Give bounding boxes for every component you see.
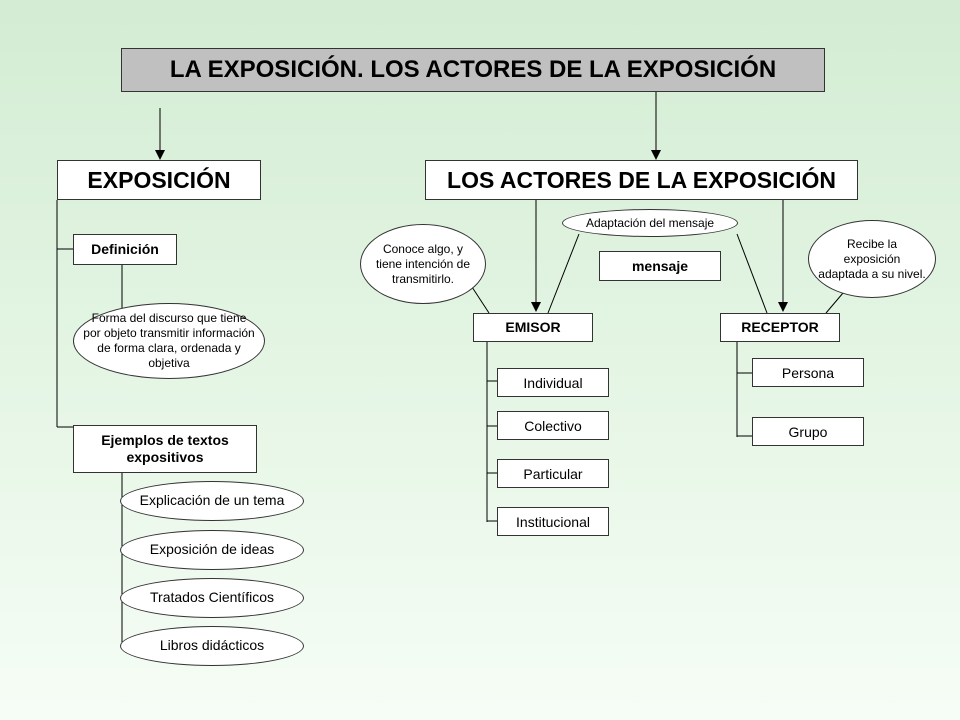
ejemplos-box: Ejemplos de textos expositivos: [73, 425, 257, 473]
emisor-type-3: Particular: [497, 459, 609, 488]
adaptacion-oval: Adaptación del mensaje: [562, 209, 738, 237]
actores-heading: LOS ACTORES DE LA EXPOSICIÓN: [425, 160, 858, 200]
receptor-type-1: Persona: [752, 358, 864, 387]
exposicion-heading: EXPOSICIÓN: [57, 160, 261, 200]
definicion-box: Definición: [73, 234, 177, 265]
ejemplo-oval-3: Tratados Científicos: [120, 578, 304, 618]
emisor-box: EMISOR: [473, 313, 593, 342]
receptor-note-oval: Recibe la exposición adaptada a su nivel…: [808, 220, 936, 298]
diagram-title: LA EXPOSICIÓN. LOS ACTORES DE LA EXPOSIC…: [121, 48, 825, 92]
ejemplo-oval-4: Libros didácticos: [120, 626, 304, 666]
ejemplo-oval-1: Explicación de un tema: [120, 481, 304, 521]
mensaje-box: mensaje: [599, 251, 721, 281]
emisor-note-oval: Conoce algo, y tiene intención de transm…: [360, 224, 486, 304]
emisor-type-2: Colectivo: [497, 411, 609, 440]
receptor-type-2: Grupo: [752, 417, 864, 446]
definicion-oval: Forma del discurso que tiene por objeto …: [73, 303, 265, 379]
emisor-type-1: Individual: [497, 368, 609, 397]
receptor-box: RECEPTOR: [720, 313, 840, 342]
ejemplo-oval-2: Exposición de ideas: [120, 530, 304, 570]
emisor-type-4: Institucional: [497, 507, 609, 536]
